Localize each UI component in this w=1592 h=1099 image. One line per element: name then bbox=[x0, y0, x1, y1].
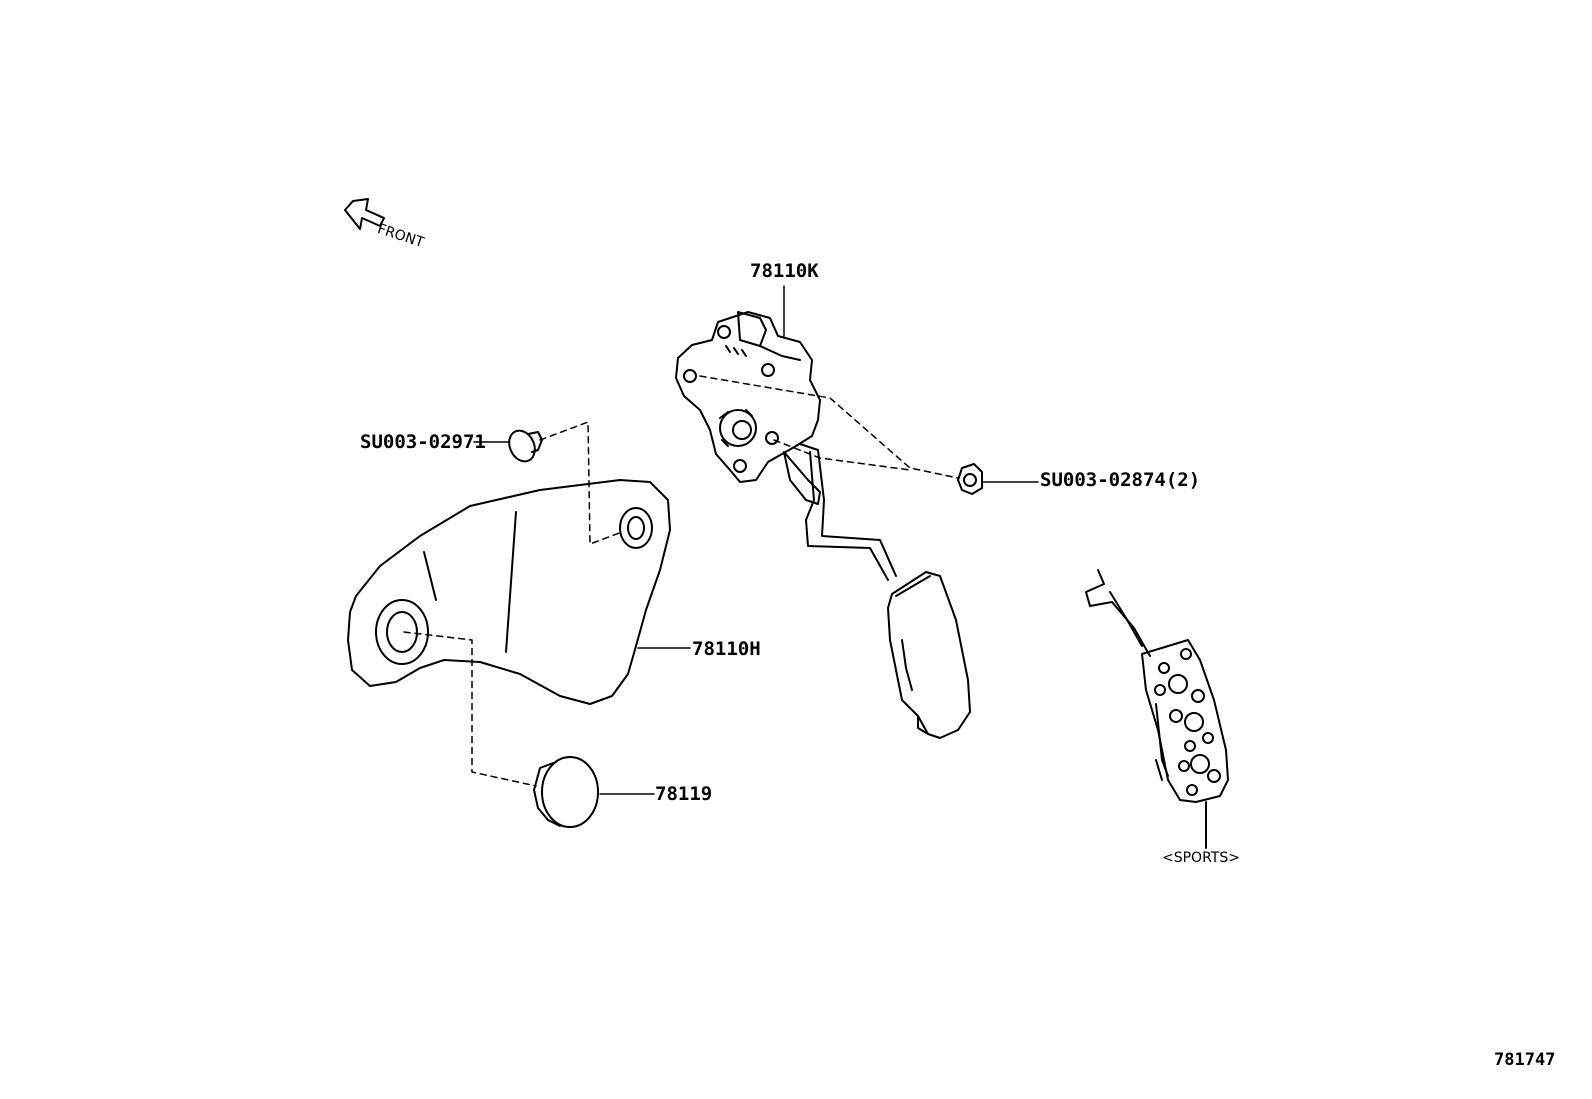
pedal-assembly-drawing bbox=[675, 311, 971, 739]
part-label-pedal-pad: 78110H bbox=[692, 638, 761, 660]
stopper-drawing bbox=[533, 756, 599, 828]
diagram-id: 781747 bbox=[1494, 1050, 1556, 1070]
clip-drawing bbox=[508, 429, 543, 463]
pedal-pad-drawing bbox=[347, 479, 671, 705]
part-label-clip: SU003-02971 bbox=[360, 431, 486, 453]
part-label-stopper: 78119 bbox=[655, 783, 713, 805]
variant-label-sports: <SPORTS> bbox=[1162, 850, 1240, 866]
leader-lines bbox=[473, 285, 1039, 795]
part-label-nut: SU003-02874(2) bbox=[1040, 469, 1201, 491]
sports-pedal-drawing bbox=[1085, 569, 1229, 849]
nut-drawing bbox=[957, 463, 983, 495]
part-label-pedal-assembly: 78110K bbox=[750, 260, 819, 282]
assembly-lines bbox=[403, 375, 959, 787]
front-arrow-icon bbox=[344, 198, 385, 230]
